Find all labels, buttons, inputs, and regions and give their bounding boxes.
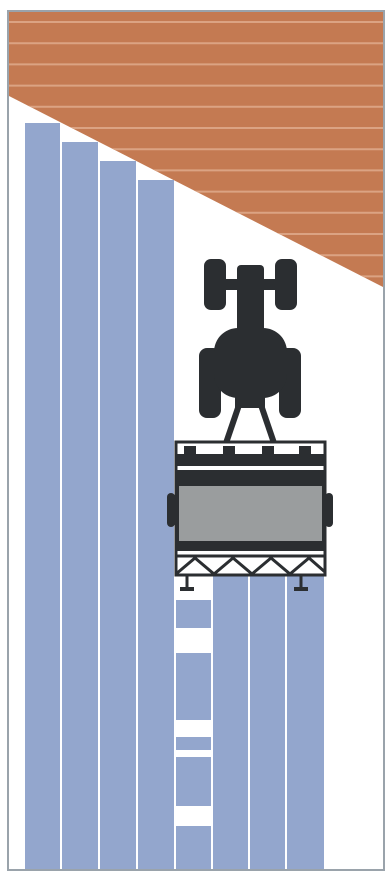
partial-lane-segment-4 — [176, 757, 211, 806]
sprayer-icon — [167, 442, 333, 591]
worked-lane-7 — [250, 560, 285, 870]
partial-lane-segment-3 — [176, 737, 211, 750]
worked-lane-2 — [62, 142, 98, 870]
worked-lane-1 — [25, 123, 60, 870]
partial-lane-segment-2 — [176, 653, 211, 720]
partial-lane-segment-5 — [176, 826, 211, 870]
worked-lane-3 — [100, 161, 136, 870]
partial-lane-segment-1 — [176, 600, 211, 628]
worked-lane-8 — [287, 560, 324, 870]
worked-lane-6 — [213, 560, 248, 870]
